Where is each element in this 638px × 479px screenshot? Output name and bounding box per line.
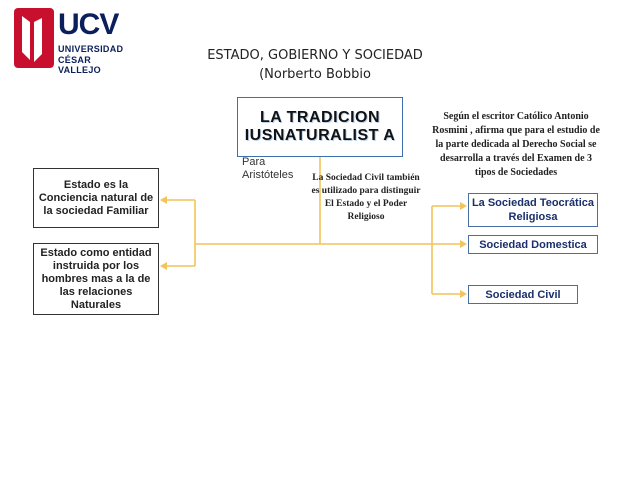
arrowhead-domestica	[460, 240, 467, 248]
arrowhead-teocratica	[460, 202, 467, 210]
logo-line-2: CÉSAR VALLEJO	[58, 55, 101, 75]
central-node-label: LA TRADICION IUSNATURALIST A	[244, 109, 396, 144]
page-title: ESTADO, GOBIERNO Y SOCIEDAD (Norberto Bo…	[190, 46, 440, 84]
node-estado-natural: Estado como entidad instruida por los ho…	[33, 243, 159, 315]
node-estado-natural-label: Estado como entidad instruida por los ho…	[40, 246, 152, 311]
para-aristoteles-label: Para Aristóteles	[242, 156, 294, 181]
node-sociedad-civil-label: Sociedad Civil	[485, 288, 561, 301]
central-node: LA TRADICION IUSNATURALIST A	[237, 97, 403, 157]
sociedad-civil-note: La Sociedad Civil también es utilizado p…	[311, 173, 421, 222]
ucv-emblem-icon	[14, 8, 54, 68]
rosmini-note: Según el escritor Católico Antonio Rosmi…	[432, 111, 600, 178]
node-sociedad-domestica-label: Sociedad Domestica	[479, 238, 587, 251]
node-estado-familiar-label: Estado es la Conciencia natural de la so…	[38, 178, 154, 217]
node-sociedad-teocratica-label: La Sociedad Teocrática Religiosa	[471, 197, 595, 223]
arrowhead-familiar	[160, 196, 167, 204]
logo-main-text: UCV	[58, 8, 119, 41]
logo-line-1: UNIVERSIDAD	[58, 44, 124, 54]
arrowhead-natural	[160, 262, 167, 270]
arrowhead-civil	[460, 290, 467, 298]
node-estado-familiar: Estado es la Conciencia natural de la so…	[33, 168, 159, 228]
title-line-2: (Norberto Bobbio	[259, 67, 371, 82]
ucv-logo: UCV UNIVERSIDAD CÉSAR VALLEJO	[12, 6, 132, 75]
title-line-1: ESTADO, GOBIERNO Y SOCIEDAD	[207, 48, 423, 63]
node-sociedad-civil: Sociedad Civil	[468, 285, 578, 304]
node-sociedad-domestica: Sociedad Domestica	[468, 235, 598, 254]
node-sociedad-teocratica: La Sociedad Teocrática Religiosa	[468, 193, 598, 227]
